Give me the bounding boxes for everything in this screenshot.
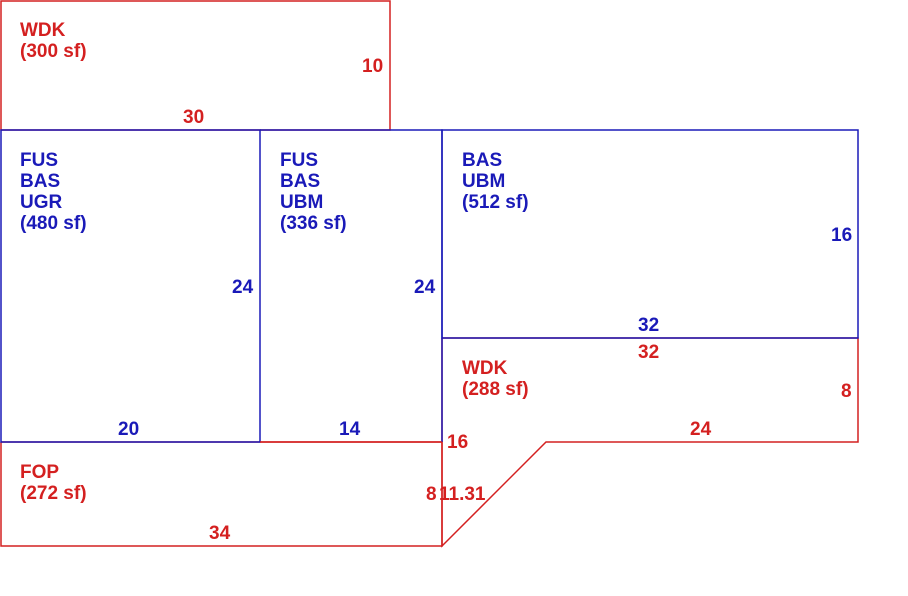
wdk-right-top-dim: 32 bbox=[638, 342, 659, 363]
right-block-code-2: UBM bbox=[462, 171, 505, 192]
middle-block-code-2: BAS bbox=[280, 171, 320, 192]
wdk-right-diagonal-dim: 11.31 bbox=[439, 484, 486, 505]
fop-bottom-dim: 34 bbox=[209, 523, 231, 544]
left-block-side-dim: 24 bbox=[232, 277, 254, 298]
wdk-top-area: (300 sf) bbox=[20, 41, 87, 62]
fop-code: FOP bbox=[20, 462, 59, 483]
wdk-top-bottom-dim: 30 bbox=[183, 107, 204, 128]
right-block-code-1: BAS bbox=[462, 150, 502, 171]
middle-block-code-1: FUS bbox=[280, 150, 318, 171]
wdk-right-side-dim: 8 bbox=[841, 381, 852, 402]
left-block-bottom-dim: 20 bbox=[118, 419, 139, 440]
left-block-outline bbox=[0, 129, 261, 443]
right-block-bottom-dim: 32 bbox=[638, 315, 659, 336]
left-block-area: (480 sf) bbox=[20, 213, 87, 234]
wdk-top-code: WDK bbox=[20, 20, 66, 41]
right-block-outline bbox=[441, 129, 859, 339]
wdk-right-area: (288 sf) bbox=[462, 379, 529, 400]
wdk-right-code: WDK bbox=[462, 358, 508, 379]
middle-block-bottom-dim: 14 bbox=[339, 419, 361, 440]
middle-block-code-3: UBM bbox=[280, 192, 323, 213]
wdk-top-side-dim: 10 bbox=[362, 56, 383, 77]
middle-block-side-dim: 24 bbox=[414, 277, 436, 298]
left-block-code-1: FUS bbox=[20, 150, 58, 171]
right-block-side-dim: 16 bbox=[831, 225, 852, 246]
middle-block-area: (336 sf) bbox=[280, 213, 347, 234]
fop-side-dim: 8 bbox=[426, 484, 437, 505]
wdk-right-bottom-dim: 24 bbox=[690, 419, 712, 440]
fop-area: (272 sf) bbox=[20, 483, 87, 504]
right-block-area: (512 sf) bbox=[462, 192, 529, 213]
left-block-code-3: UGR bbox=[20, 192, 63, 213]
wdk-right-left-dim: 16 bbox=[447, 432, 468, 453]
left-block-code-2: BAS bbox=[20, 171, 60, 192]
